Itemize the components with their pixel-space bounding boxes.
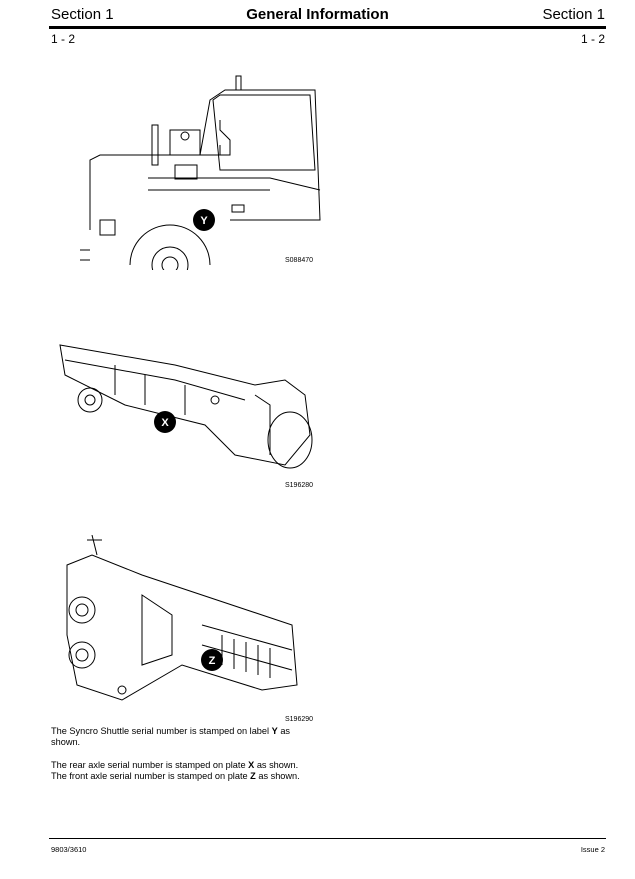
text: as shown. [51, 726, 291, 747]
footer-rule [49, 838, 606, 839]
marker-x: X [154, 411, 176, 433]
marker-y: Y [193, 209, 215, 231]
page-title: General Information [246, 6, 389, 23]
machine-illustration [80, 75, 321, 270]
section-label-right: Section 1 [542, 6, 605, 23]
paragraph-syncro-shuttle: The Syncro Shuttle serial number is stam… [51, 726, 321, 748]
text: The front axle serial number is stamped … [51, 771, 251, 781]
text: The Syncro Shuttle serial number is stam… [51, 726, 272, 736]
paragraph-rear-axle: The rear axle serial number is stamped o… [51, 760, 321, 771]
label-ref: Y [271, 726, 278, 736]
svg-text:Z: Z [209, 655, 216, 667]
front-axle-illustration [66, 535, 298, 701]
svg-text:X: X [161, 417, 169, 429]
label-ref: X [248, 760, 255, 770]
svg-text:Y: Y [200, 215, 208, 227]
figure-caption-3: S196290 [285, 716, 314, 723]
issue-number: Issue 2 [580, 845, 605, 854]
text: The rear axle serial number is stamped o… [51, 760, 249, 770]
section-label-left: Section 1 [51, 6, 114, 23]
document-number: 9803/3610 [51, 845, 87, 854]
text: as shown. [254, 760, 299, 770]
header-rule [49, 26, 606, 29]
figure-caption-1: S088470 [285, 257, 314, 264]
rear-axle-illustration [59, 344, 313, 469]
page-number-right: 1 - 2 [580, 32, 605, 46]
page-number-left: 1 - 2 [51, 32, 76, 46]
label-ref: Z [250, 771, 256, 781]
text: as shown. [255, 771, 300, 781]
marker-z: Z [201, 649, 223, 671]
paragraph-front-axle: The front axle serial number is stamped … [51, 771, 321, 782]
figure-caption-2: S196280 [285, 482, 314, 489]
body-text: The Syncro Shuttle serial number is stam… [51, 726, 321, 794]
